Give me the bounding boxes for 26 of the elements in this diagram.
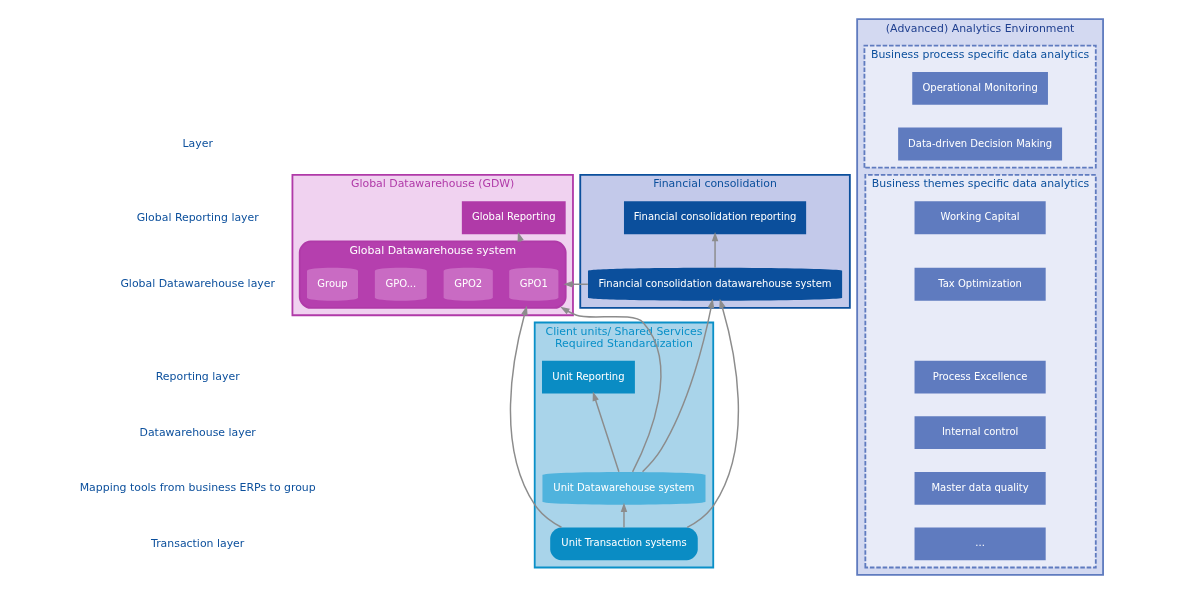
arrow xyxy=(685,298,739,529)
arrow xyxy=(509,305,562,528)
label: Global Reporting layer xyxy=(136,210,259,224)
label: Layer xyxy=(181,136,213,150)
node-box: Master data quality xyxy=(914,471,1046,505)
label: Reporting layer xyxy=(155,369,240,383)
arrow xyxy=(641,298,714,473)
node-box: Unit Reporting xyxy=(541,360,635,394)
label: Mapping tools from business ERPs to group xyxy=(79,481,316,495)
arrow xyxy=(592,391,620,473)
node-box: ... xyxy=(914,527,1046,561)
label: Global Datawarehouse layer xyxy=(119,277,275,291)
node-box: Data-driven Decision Making xyxy=(897,127,1062,161)
node-box: Operational Monitoring xyxy=(911,72,1048,105)
label: Transaction layer xyxy=(150,536,244,550)
node-box: Financial consolidation reporting xyxy=(623,201,806,235)
label: Datawarehouse layer xyxy=(139,425,256,439)
node-box: Global Reporting xyxy=(461,201,566,235)
node-box: Unit Transaction systems xyxy=(549,527,698,561)
node-box: Internal control xyxy=(914,416,1046,450)
arrow xyxy=(711,231,718,269)
node-box: Process Excellence xyxy=(914,360,1046,394)
arrow xyxy=(620,502,627,529)
arrow xyxy=(559,306,662,473)
node-box: Tax Optimization xyxy=(914,267,1046,301)
node-box: Working Capital xyxy=(914,201,1046,235)
